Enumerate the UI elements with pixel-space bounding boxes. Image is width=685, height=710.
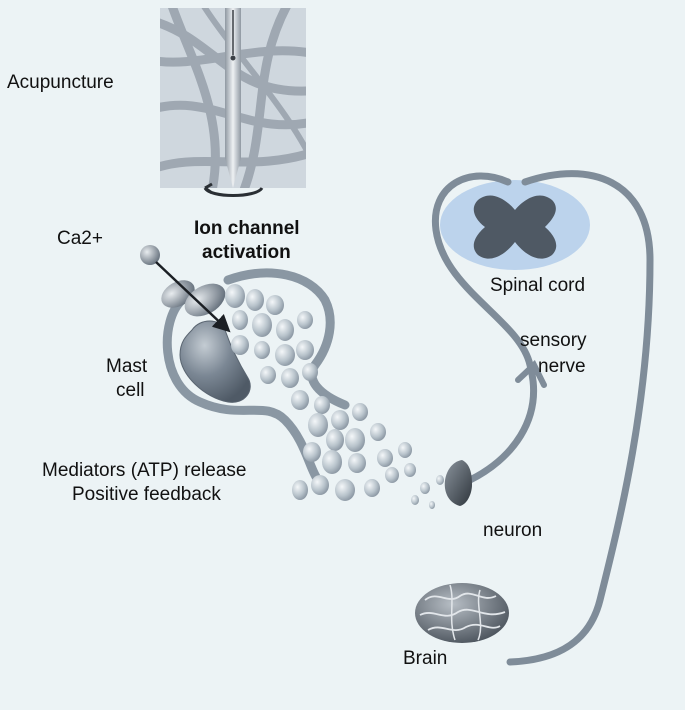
granule	[291, 390, 309, 410]
granule	[335, 479, 355, 501]
sensory-nerve-arrow	[515, 360, 547, 388]
granule	[308, 413, 328, 437]
granule	[404, 463, 416, 477]
granule	[225, 284, 245, 308]
label-sensory-line1: sensory	[520, 330, 587, 351]
granule	[311, 475, 329, 495]
label-mediators-line2: Positive feedback	[72, 484, 221, 505]
label-brain: Brain	[403, 648, 448, 669]
label-calcium: Ca2+	[57, 228, 103, 249]
granule	[377, 449, 393, 467]
granule	[276, 319, 294, 341]
acupuncture-needle	[203, 8, 264, 197]
granule	[303, 442, 321, 462]
calcium-influx-arrow	[155, 261, 231, 333]
label-acupuncture: Acupuncture	[7, 72, 114, 93]
granule	[420, 482, 430, 494]
label-mediators-line1: Mediators (ATP) release	[42, 460, 247, 481]
granule	[322, 450, 342, 474]
granule	[231, 335, 249, 355]
granule	[292, 480, 308, 500]
label-mast-line2: cell	[116, 380, 145, 401]
neuron-terminal-icon	[444, 460, 472, 506]
granule	[331, 410, 349, 430]
calcium-ion-icon	[140, 245, 160, 265]
label-sensory-line2: nerve	[538, 356, 586, 377]
granule	[266, 295, 284, 315]
granule	[232, 310, 248, 330]
granule	[314, 396, 330, 414]
return-pathway	[506, 170, 654, 666]
granule	[436, 475, 444, 485]
granules	[225, 284, 444, 509]
granule	[252, 313, 272, 337]
granule	[345, 428, 365, 452]
granule	[246, 289, 264, 311]
granule	[296, 340, 314, 360]
granule	[326, 429, 344, 451]
granule	[281, 368, 299, 388]
granule	[348, 453, 366, 473]
granule	[297, 311, 313, 329]
mast-cell-nucleus	[179, 320, 251, 403]
brain-icon	[415, 583, 509, 643]
granule	[385, 467, 399, 483]
label-ion-channel-line2: activation	[202, 242, 291, 263]
granule	[352, 403, 368, 421]
label-ion-channel-line1: Ion channel	[194, 218, 300, 239]
label-mast-line1: Mast	[106, 356, 148, 377]
spinal-cord-icon	[440, 180, 590, 270]
granule	[302, 363, 318, 381]
granule	[411, 495, 419, 505]
granule	[260, 366, 276, 384]
ion-channel	[161, 280, 226, 317]
granule	[370, 423, 386, 441]
label-spinal-cord: Spinal cord	[490, 275, 586, 296]
label-neuron: neuron	[483, 520, 543, 541]
granule	[275, 344, 295, 366]
granule	[429, 501, 435, 509]
granule	[364, 479, 380, 497]
mast-cell-membrane-top	[223, 268, 350, 410]
sensory-nerve	[431, 172, 538, 484]
granule	[254, 341, 270, 359]
mast-cell-membrane	[162, 295, 323, 485]
granule	[398, 442, 412, 458]
